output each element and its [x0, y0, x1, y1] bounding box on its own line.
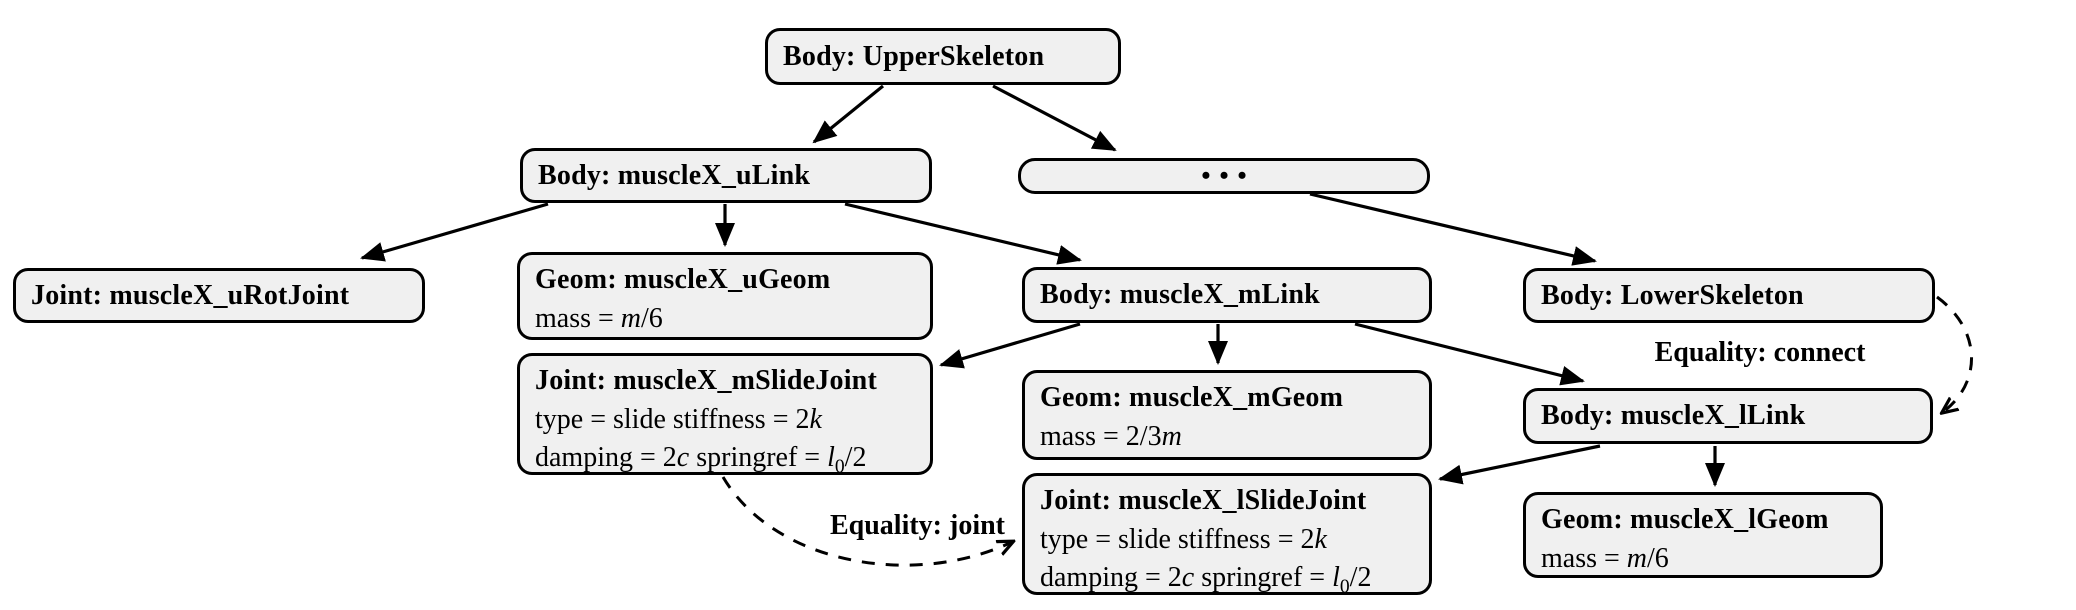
edge-equality-joint-dashed: [721, 476, 1012, 567]
node-joint-musclex-mslidejoint: Joint: muscleX_mSlideJoint type = slide …: [517, 353, 933, 478]
node-title: Joint: muscleX_mSlideJoint: [535, 365, 877, 396]
node-body-upperskeleton: Body: UpperSkeleton: [765, 28, 1121, 85]
node-title: Joint: muscleX_lSlideJoint: [1040, 485, 1367, 516]
edge-dots-to-lowerskeleton: [1309, 192, 1597, 266]
edge-mlink-to-llink: [1354, 322, 1585, 386]
node-title: Geom: muscleX_uGeom: [535, 264, 831, 295]
edge-llink-to-lslidejoint: [1438, 444, 1601, 485]
edge-upperskeleton-to-dots: [992, 84, 1117, 152]
node-title: Joint: muscleX_uRotJoint: [31, 279, 350, 311]
node-geom-musclex-ugeom: Geom: muscleX_uGeom mass = m/6: [517, 252, 933, 340]
node-body-lowerskeleton: Body: LowerSkeleton: [1523, 268, 1935, 323]
node-body-musclex-mlink: Body: muscleX_mLink: [1022, 267, 1432, 323]
node-attr-damping-springref: damping = 2c springref = l0/2: [1040, 562, 1372, 598]
node-title: Body: muscleX_lLink: [1541, 400, 1806, 431]
node-joint-musclex-lslidejoint: Joint: muscleX_lSlideJoint type = slide …: [1022, 473, 1432, 598]
node-attr-mass: mass = m/6: [535, 303, 663, 334]
node-attr-type-stiffness: type = slide stiffness = 2k: [1040, 524, 1327, 555]
node-title: Geom: muscleX_mGeom: [1040, 382, 1344, 413]
equality-joint-label: Equality: joint: [829, 510, 1005, 541]
node-dots: •••: [1018, 158, 1430, 194]
node-geom-musclex-lgeom: Geom: muscleX_lGeom mass = m/6: [1523, 492, 1883, 578]
node-title: Geom: muscleX_lGeom: [1541, 504, 1829, 535]
node-title: Body: LowerSkeleton: [1541, 279, 1804, 311]
edge-ulink-to-urotjoint: [360, 202, 549, 262]
node-joint-musclex-urotjoint: Joint: muscleX_uRotJoint: [13, 268, 425, 323]
node-attr-damping-springref: damping = 2c springref = l0/2: [535, 442, 867, 478]
node-title: Body: muscleX_uLink: [538, 159, 811, 191]
node-body-musclex-ulink: Body: muscleX_uLink: [520, 148, 932, 203]
node-title: Body: muscleX_mLink: [1040, 279, 1320, 310]
equality-connect-label: Equality: connect: [1654, 337, 1866, 368]
edge-mlink-to-mslidejoint: [939, 322, 1081, 369]
node-attr-mass: mass = m/6: [1541, 543, 1669, 574]
node-title: Body: UpperSkeleton: [783, 40, 1045, 72]
node-body-musclex-llink: Body: muscleX_lLink: [1523, 388, 1933, 444]
node-attr-mass: mass = 2/3m: [1040, 421, 1182, 452]
node-geom-musclex-mgeom: Geom: muscleX_mGeom mass = 2/3m: [1022, 370, 1432, 460]
edge-upperskeleton-to-ulink: [812, 84, 885, 144]
edge-ulink-to-mlink: [844, 202, 1082, 265]
ellipsis-label: •••: [1201, 161, 1256, 190]
edge-equality-connect-dashed: [1936, 295, 1973, 412]
node-attr-type-stiffness: type = slide stiffness = 2k: [535, 404, 822, 435]
